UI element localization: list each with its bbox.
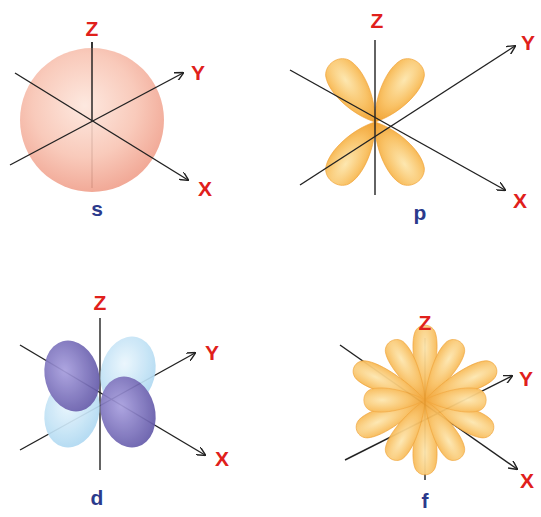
orbital-label: f — [422, 490, 429, 511]
axis-label: X — [198, 178, 212, 199]
axis-label: Z — [419, 312, 432, 333]
axis-label: Z — [86, 18, 99, 39]
orbital-label: p — [414, 202, 427, 223]
axis-label: Y — [521, 32, 535, 53]
axis-label: X — [215, 448, 229, 469]
axis-label: Y — [191, 62, 205, 83]
axis-label: Z — [94, 292, 107, 313]
axis-label: X — [513, 190, 527, 211]
axis-label: X — [520, 470, 534, 491]
axis-label: Z — [371, 10, 384, 31]
orbital-label: s — [91, 198, 103, 219]
axis-label: Y — [519, 368, 533, 389]
orbital-label: d — [91, 487, 104, 508]
axis-label: Y — [205, 342, 219, 363]
